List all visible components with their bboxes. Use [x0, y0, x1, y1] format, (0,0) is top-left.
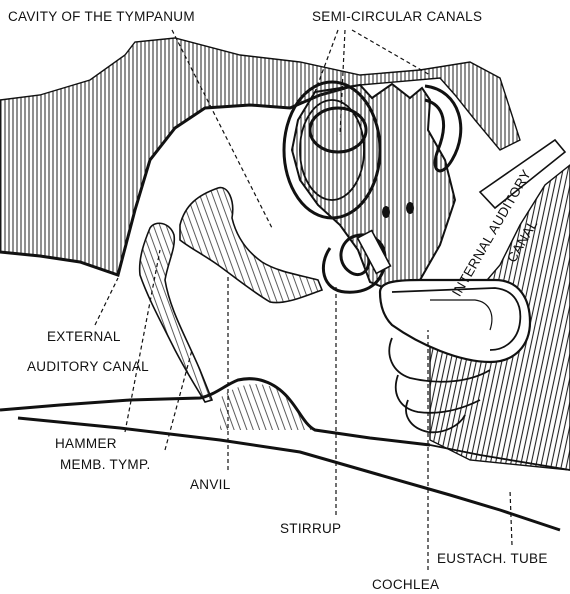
- floor-bulge: [220, 384, 312, 430]
- leader-semicircular-3: [352, 30, 430, 75]
- vestibule-aperture-right: [406, 202, 414, 214]
- vestibule-aperture-left: [382, 206, 390, 218]
- leader-external: [95, 278, 118, 325]
- leader-eustach: [510, 490, 512, 545]
- label-cavity-of-tympanum: CAVITY OF THE TYMPANUM: [8, 10, 195, 24]
- label-hammer: HAMMER: [55, 437, 117, 451]
- label-auditory-canal: AUDITORY CANAL: [27, 360, 149, 374]
- label-stirrup: STIRRUP: [280, 522, 341, 536]
- label-memb-tymp: MEMB. TYMP.: [60, 458, 151, 472]
- label-anvil: ANVIL: [190, 478, 231, 492]
- label-semicircular-canals: SEMI-CIRCULAR CANALS: [312, 10, 482, 24]
- label-eustach-tube: EUSTACH. TUBE: [437, 552, 548, 566]
- anvil-bone: [180, 188, 322, 303]
- label-external: EXTERNAL: [47, 330, 121, 344]
- label-cochlea: COCHLEA: [372, 578, 439, 592]
